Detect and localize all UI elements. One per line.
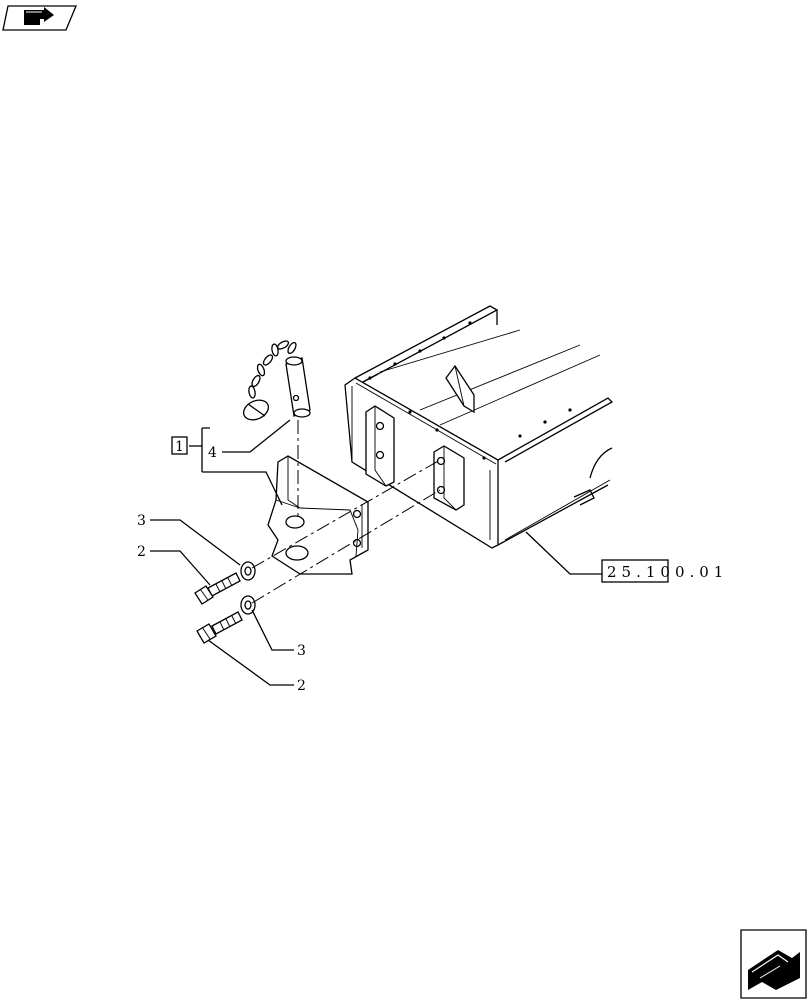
next-page-icon[interactable] (740, 929, 807, 999)
hitch-pin-with-chain (242, 340, 311, 421)
callout-washer-upper: 3 (137, 513, 146, 529)
bolt-lower (196, 611, 243, 644)
kit-callout-box (171, 436, 188, 455)
chassis-frame (344, 305, 614, 549)
callout-bolt-upper: 2 (137, 544, 146, 560)
center-lines (251, 420, 441, 604)
callout-washer-lower: 3 (297, 643, 306, 659)
washer-upper (240, 561, 256, 581)
bolt-upper (194, 572, 241, 605)
previous-page-icon[interactable] (2, 5, 77, 31)
callout-kit: 1 (175, 439, 184, 455)
frame-section-reference[interactable]: 25.100.01 (607, 563, 728, 581)
washer-lower (240, 595, 256, 615)
callout-hitch-pin: 4 (208, 445, 217, 461)
drawbar-bracket (267, 455, 369, 575)
leader-lines (150, 419, 602, 686)
callout-bolt-lower: 2 (297, 678, 306, 694)
frame-section-reference-link[interactable]: 25.100.01 (601, 559, 728, 583)
